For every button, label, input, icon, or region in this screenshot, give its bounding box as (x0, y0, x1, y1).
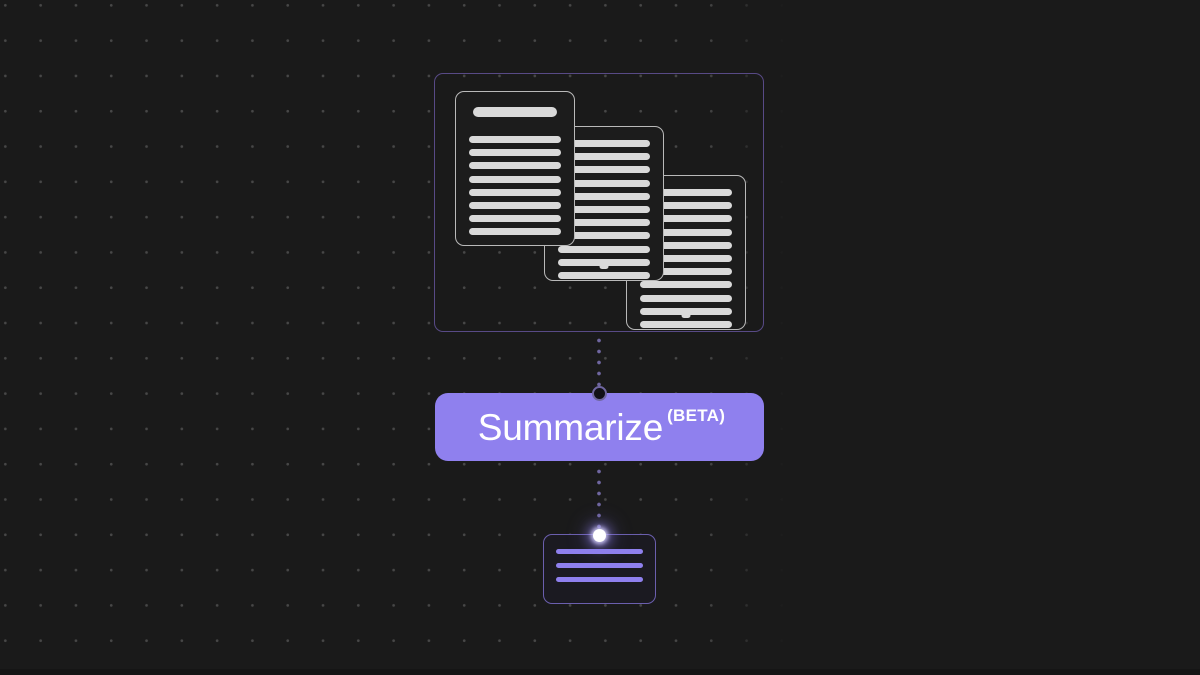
document-1-body-line (469, 136, 561, 143)
connector-documents-to-summarize (597, 335, 601, 391)
document-1-body-line (469, 175, 561, 183)
document-1-body-line (469, 162, 561, 170)
source-documents-group (434, 73, 764, 332)
connector-summarize-to-result (597, 466, 601, 532)
document-2-body-line (558, 271, 650, 279)
document-1-body-line (469, 188, 561, 196)
bottom-edge-band (0, 669, 1200, 675)
summarize-button[interactable]: Summarize (BETA) (435, 393, 764, 461)
summary-result-card[interactable] (543, 534, 656, 604)
document-3-home-indicator (681, 313, 691, 318)
document-3-body-line (640, 320, 732, 328)
document-3-body-line (640, 294, 732, 302)
document-1-body-line (469, 149, 561, 157)
summarize-button-label: Summarize (477, 406, 664, 448)
document-2-body-line (558, 245, 650, 253)
document-card-1[interactable] (455, 91, 575, 246)
summarize-beta-badge: (BETA) (667, 406, 726, 425)
summary-result-line (556, 563, 643, 568)
document-3-body-line (640, 281, 732, 289)
output-node[interactable] (592, 528, 606, 542)
document-1-title-line (472, 107, 558, 117)
input-node[interactable] (591, 385, 607, 401)
document-2-home-indicator (599, 264, 609, 269)
summary-result-line (556, 549, 643, 554)
summary-result-line (556, 577, 643, 582)
document-1-body-line (469, 201, 561, 209)
document-1-lines (456, 92, 574, 242)
document-1-body-line (469, 215, 561, 223)
document-1-home-indicator (510, 229, 520, 234)
